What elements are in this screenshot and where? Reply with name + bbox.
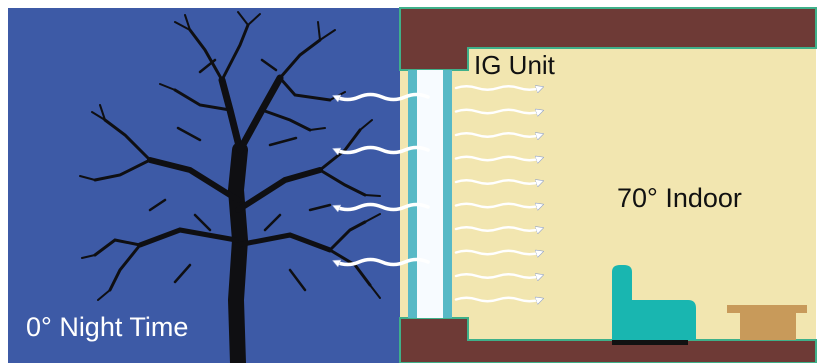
ig-unit-label: IG Unit <box>474 50 555 80</box>
indoor-room <box>400 8 816 363</box>
heat-flow-arrow-icon <box>454 155 540 161</box>
heat-flow-arrow-icon <box>336 145 430 153</box>
outdoor-heat-arrows <box>336 92 430 265</box>
outdoor-temperature-label: 0° Night Time <box>26 312 189 342</box>
night-sky <box>8 8 400 363</box>
heat-flow-arrow-icon <box>454 202 540 208</box>
indoor-temperature-label: 70° Indoor <box>617 183 742 213</box>
airspace <box>417 70 443 318</box>
heat-flow-arrow-icon <box>454 179 540 184</box>
heat-flow-arrow-icon <box>454 108 540 114</box>
ig-unit <box>408 70 452 318</box>
heat-flow-arrow-icon <box>336 257 430 265</box>
outer-glass-pane <box>408 70 417 318</box>
inner-glass-pane <box>443 70 452 318</box>
heat-flow-arrow-icon <box>454 296 540 302</box>
heat-flow-arrow-icon <box>454 273 540 278</box>
heat-flow-arrow-icon <box>336 202 430 210</box>
tree-icon <box>79 11 381 363</box>
chair-icon <box>612 265 696 345</box>
heat-flow-arrow-icon <box>454 249 540 255</box>
heat-flow-arrow-icon <box>454 132 540 137</box>
window-frame <box>399 7 817 363</box>
heat-flow-arrow-icon <box>454 85 540 90</box>
heat-flow-arrow-icon <box>336 92 430 100</box>
heat-flow-arrow-icon <box>454 226 540 231</box>
table-icon <box>727 305 807 340</box>
indoor-heat-arrows <box>454 85 540 302</box>
